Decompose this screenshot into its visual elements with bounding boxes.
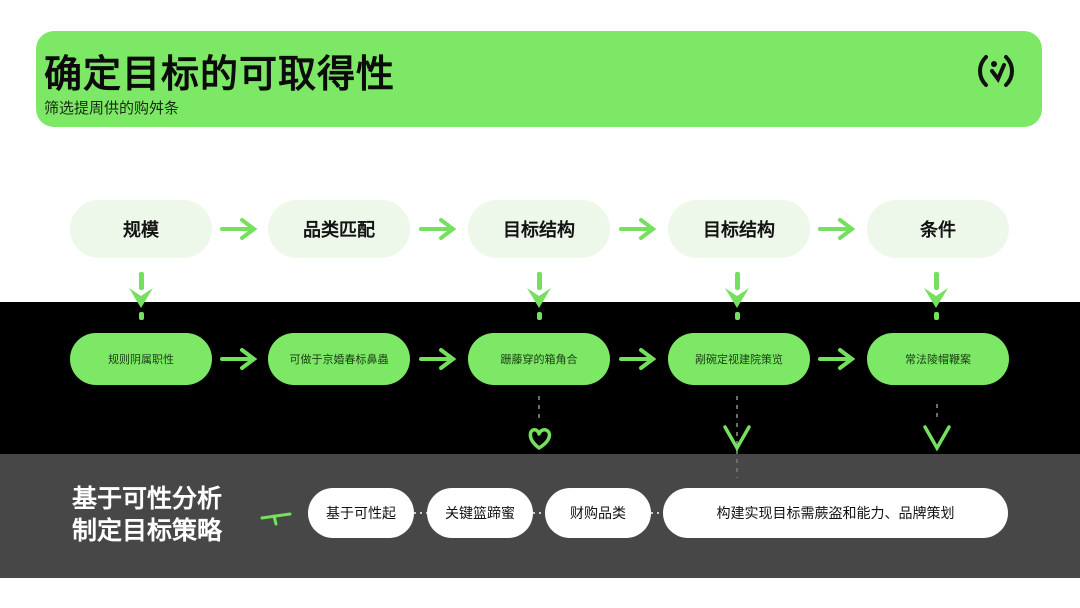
strategy-heading-line-2: 制定目标策略 xyxy=(72,516,223,545)
mid-step-4: 剐碗定视建院策览 xyxy=(668,333,810,385)
page-subtitle: 筛选提周供的购舛条 xyxy=(44,99,180,117)
arrow-right-icon xyxy=(419,218,457,240)
logo-icon xyxy=(978,55,1014,87)
strategy-step-2: 关键篮蹄蜜 xyxy=(427,488,533,538)
arrow-right-icon xyxy=(619,218,657,240)
arrow-right-icon xyxy=(220,218,258,240)
page-title: 确定目标的可取得性 xyxy=(44,52,396,96)
mid-step-3: 跚藤穿的箱角合 xyxy=(468,333,610,385)
strategy-step-1: 基于可性起 xyxy=(308,488,414,538)
strategy-step-4: 构建实现目标需蕨盗和能力、品牌策划 xyxy=(663,488,1008,538)
flow-step-conditions: 条件 xyxy=(867,200,1009,258)
strategy-step-3: 财购品类 xyxy=(545,488,651,538)
flow-step-scale: 规模 xyxy=(70,200,212,258)
strategy-heading-line-1: 基于可性分析 xyxy=(72,484,223,513)
header-banner: 确定目标的可取得性 筛选提周供的购舛条 xyxy=(36,31,1042,127)
flow-step-category-match: 品类匹配 xyxy=(268,200,410,258)
mid-step-1: 规则阴属职性 xyxy=(70,333,212,385)
flow-step-target-structure-a: 目标结构 xyxy=(468,200,610,258)
flow-step-target-structure-b: 目标结构 xyxy=(668,200,810,258)
arrow-right-icon xyxy=(818,218,856,240)
strategy-heading: 基于可性分析 制定目标策略 xyxy=(72,483,222,547)
mid-step-2: 可做于京婚春标鼻蟲 xyxy=(268,333,410,385)
mid-step-5: 常法陵帽鞭案 xyxy=(867,333,1009,385)
